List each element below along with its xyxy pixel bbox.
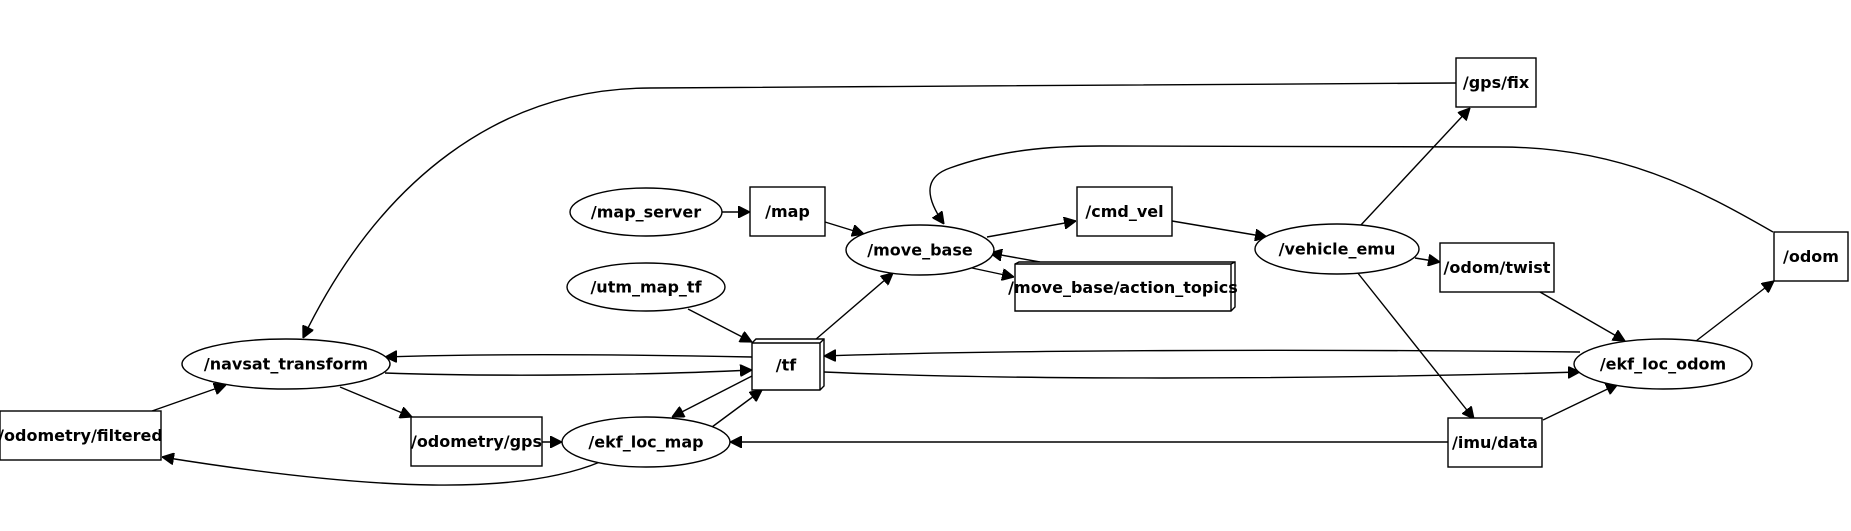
node-gps-fix-label: /gps/fix — [1463, 73, 1530, 92]
node-imu-data[interactable]: /imu/data — [1447, 417, 1543, 468]
node-navsat-transform-label: /navsat_transform — [204, 355, 368, 374]
edge-navsat-transform-to-odometry-gps — [339, 386, 412, 417]
edge-move-base-to-action-topics — [971, 267, 1014, 277]
node-utm-map-tf-label: /utm_map_tf — [590, 278, 702, 297]
edge-ekf-loc-map-to-odometry-filtered — [162, 457, 601, 486]
edge-odometry-filtered-to-navsat-transform — [151, 385, 226, 412]
node-vehicle-emu-label: /vehicle_emu — [1279, 240, 1396, 259]
nodes: /gps/fix /map_server /map /cmd_vel /move… — [0, 57, 1849, 468]
node-vehicle-emu[interactable]: /vehicle_emu — [1254, 223, 1420, 275]
node-gps-fix[interactable]: /gps/fix — [1455, 57, 1537, 108]
node-odometry-filtered-label: /odometry/filtered — [0, 426, 163, 445]
node-odometry-gps[interactable]: /odometry/gps — [410, 416, 543, 467]
edge-vehicle-emu-to-odom-twist — [1414, 258, 1440, 262]
edge-action-topics-to-move-base — [990, 253, 1041, 263]
node-map-server-label: /map_server — [591, 203, 701, 222]
node-imu-data-label: /imu/data — [1452, 433, 1538, 452]
edge-tf-to-ekf-loc-odom — [823, 372, 1580, 379]
node-map-label: /map — [765, 202, 810, 221]
node-cmd-vel[interactable]: /cmd_vel — [1076, 186, 1173, 237]
edge-tf-to-ekf-loc-map — [672, 375, 753, 418]
node-odom[interactable]: /odom — [1773, 231, 1849, 282]
node-utm-map-tf[interactable]: /utm_map_tf — [566, 262, 726, 312]
node-move-base[interactable]: /move_base — [845, 224, 995, 276]
edge-odom-twist-to-ekf-loc-odom — [1539, 291, 1625, 341]
edge-move-base-to-cmd-vel — [986, 221, 1076, 238]
edge-ekf-loc-map-to-tf — [711, 390, 762, 428]
edge-tf-to-move-base — [814, 273, 893, 341]
edge-ekf-loc-odom-to-odom — [1695, 281, 1774, 342]
edge-vehicle-emu-to-gps-fix — [1359, 108, 1470, 227]
node-move-base-action-topics[interactable]: /move_base/action_topics — [1008, 261, 1238, 312]
edge-gps-fix-to-navsat-transform — [303, 82, 1457, 338]
node-ekf-loc-map[interactable]: /ekf_loc_map — [561, 416, 731, 468]
edge-ekf-loc-odom-to-tf — [824, 350, 1581, 356]
edges — [151, 82, 1774, 486]
edge-cmd-vel-to-vehicle-emu — [1171, 220, 1267, 237]
node-tf-label: /tf — [776, 356, 797, 375]
node-move-base-action-topics-label: /move_base/action_topics — [1008, 278, 1238, 297]
edge-map-to-move-base — [824, 221, 864, 234]
node-odom-twist[interactable]: /odom/twist — [1439, 242, 1555, 293]
node-tf[interactable]: /tf — [751, 338, 825, 391]
node-odometry-gps-label: /odometry/gps — [411, 432, 542, 451]
node-odometry-filtered[interactable]: /odometry/filtered — [0, 410, 163, 461]
edge-utm-map-tf-to-tf — [687, 308, 752, 343]
node-map-server[interactable]: /map_server — [569, 187, 723, 237]
node-ekf-loc-odom-label: /ekf_loc_odom — [1600, 355, 1726, 374]
node-cmd-vel-label: /cmd_vel — [1085, 202, 1163, 221]
node-map[interactable]: /map — [749, 186, 826, 237]
edge-navsat-transform-to-tf — [384, 370, 752, 375]
edge-imu-data-to-ekf-loc-odom — [1542, 384, 1618, 421]
node-ekf-loc-odom[interactable]: /ekf_loc_odom — [1573, 338, 1753, 390]
edge-vehicle-emu-to-imu-data — [1356, 271, 1474, 419]
node-navsat-transform[interactable]: /navsat_transform — [181, 338, 391, 390]
node-odom-label: /odom — [1783, 247, 1839, 266]
node-odom-twist-label: /odom/twist — [1444, 258, 1551, 277]
node-ekf-loc-map-label: /ekf_loc_map — [588, 433, 703, 452]
edge-odom-to-move-base — [929, 145, 1774, 233]
node-move-base-label: /move_base — [867, 241, 973, 260]
edge-tf-to-navsat-transform — [385, 355, 753, 357]
